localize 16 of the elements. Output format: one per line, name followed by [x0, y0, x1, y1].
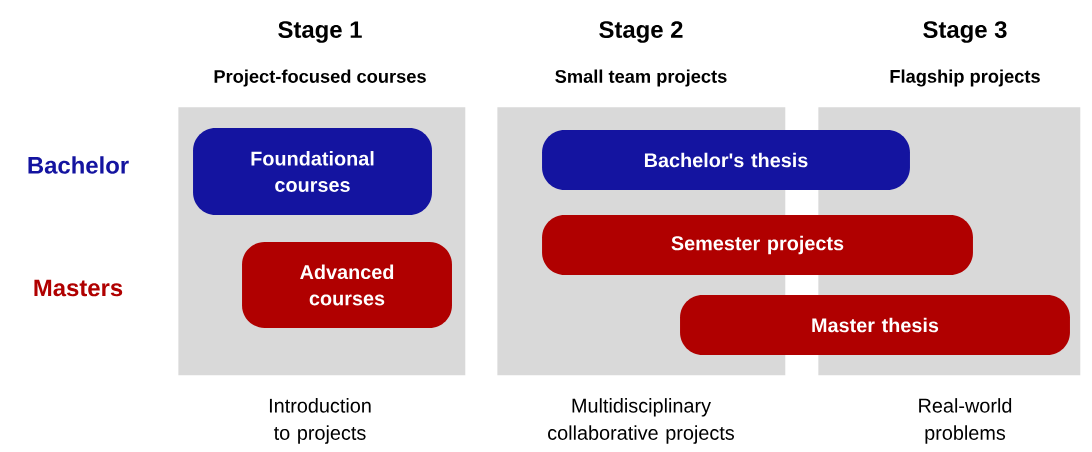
stage-heading: Stage 2	[599, 21, 683, 43]
degree-label: Masters	[34, 279, 123, 297]
course-box: Bachelor's thesis	[542, 130, 910, 190]
course-box: Foundational courses	[193, 128, 432, 215]
stage-description: Multidisciplinary collaborative projects	[548, 398, 735, 444]
stage-subtitle: Project-focused courses	[214, 69, 426, 87]
stage-description: Real-world problems	[919, 398, 1012, 444]
course-box: Master thesis	[680, 295, 1070, 355]
course-box: Semester projects	[542, 215, 973, 275]
stage-heading: Stage 3	[923, 21, 1007, 43]
stage-description: Introduction to projects	[269, 398, 371, 444]
course-box: Advanced courses	[242, 242, 452, 328]
stage-subtitle: Small team projects	[555, 69, 727, 87]
degree-label: Bachelor	[28, 156, 129, 174]
stage-heading: Stage 1	[278, 21, 362, 43]
stage-subtitle: Flagship projects	[890, 69, 1040, 87]
